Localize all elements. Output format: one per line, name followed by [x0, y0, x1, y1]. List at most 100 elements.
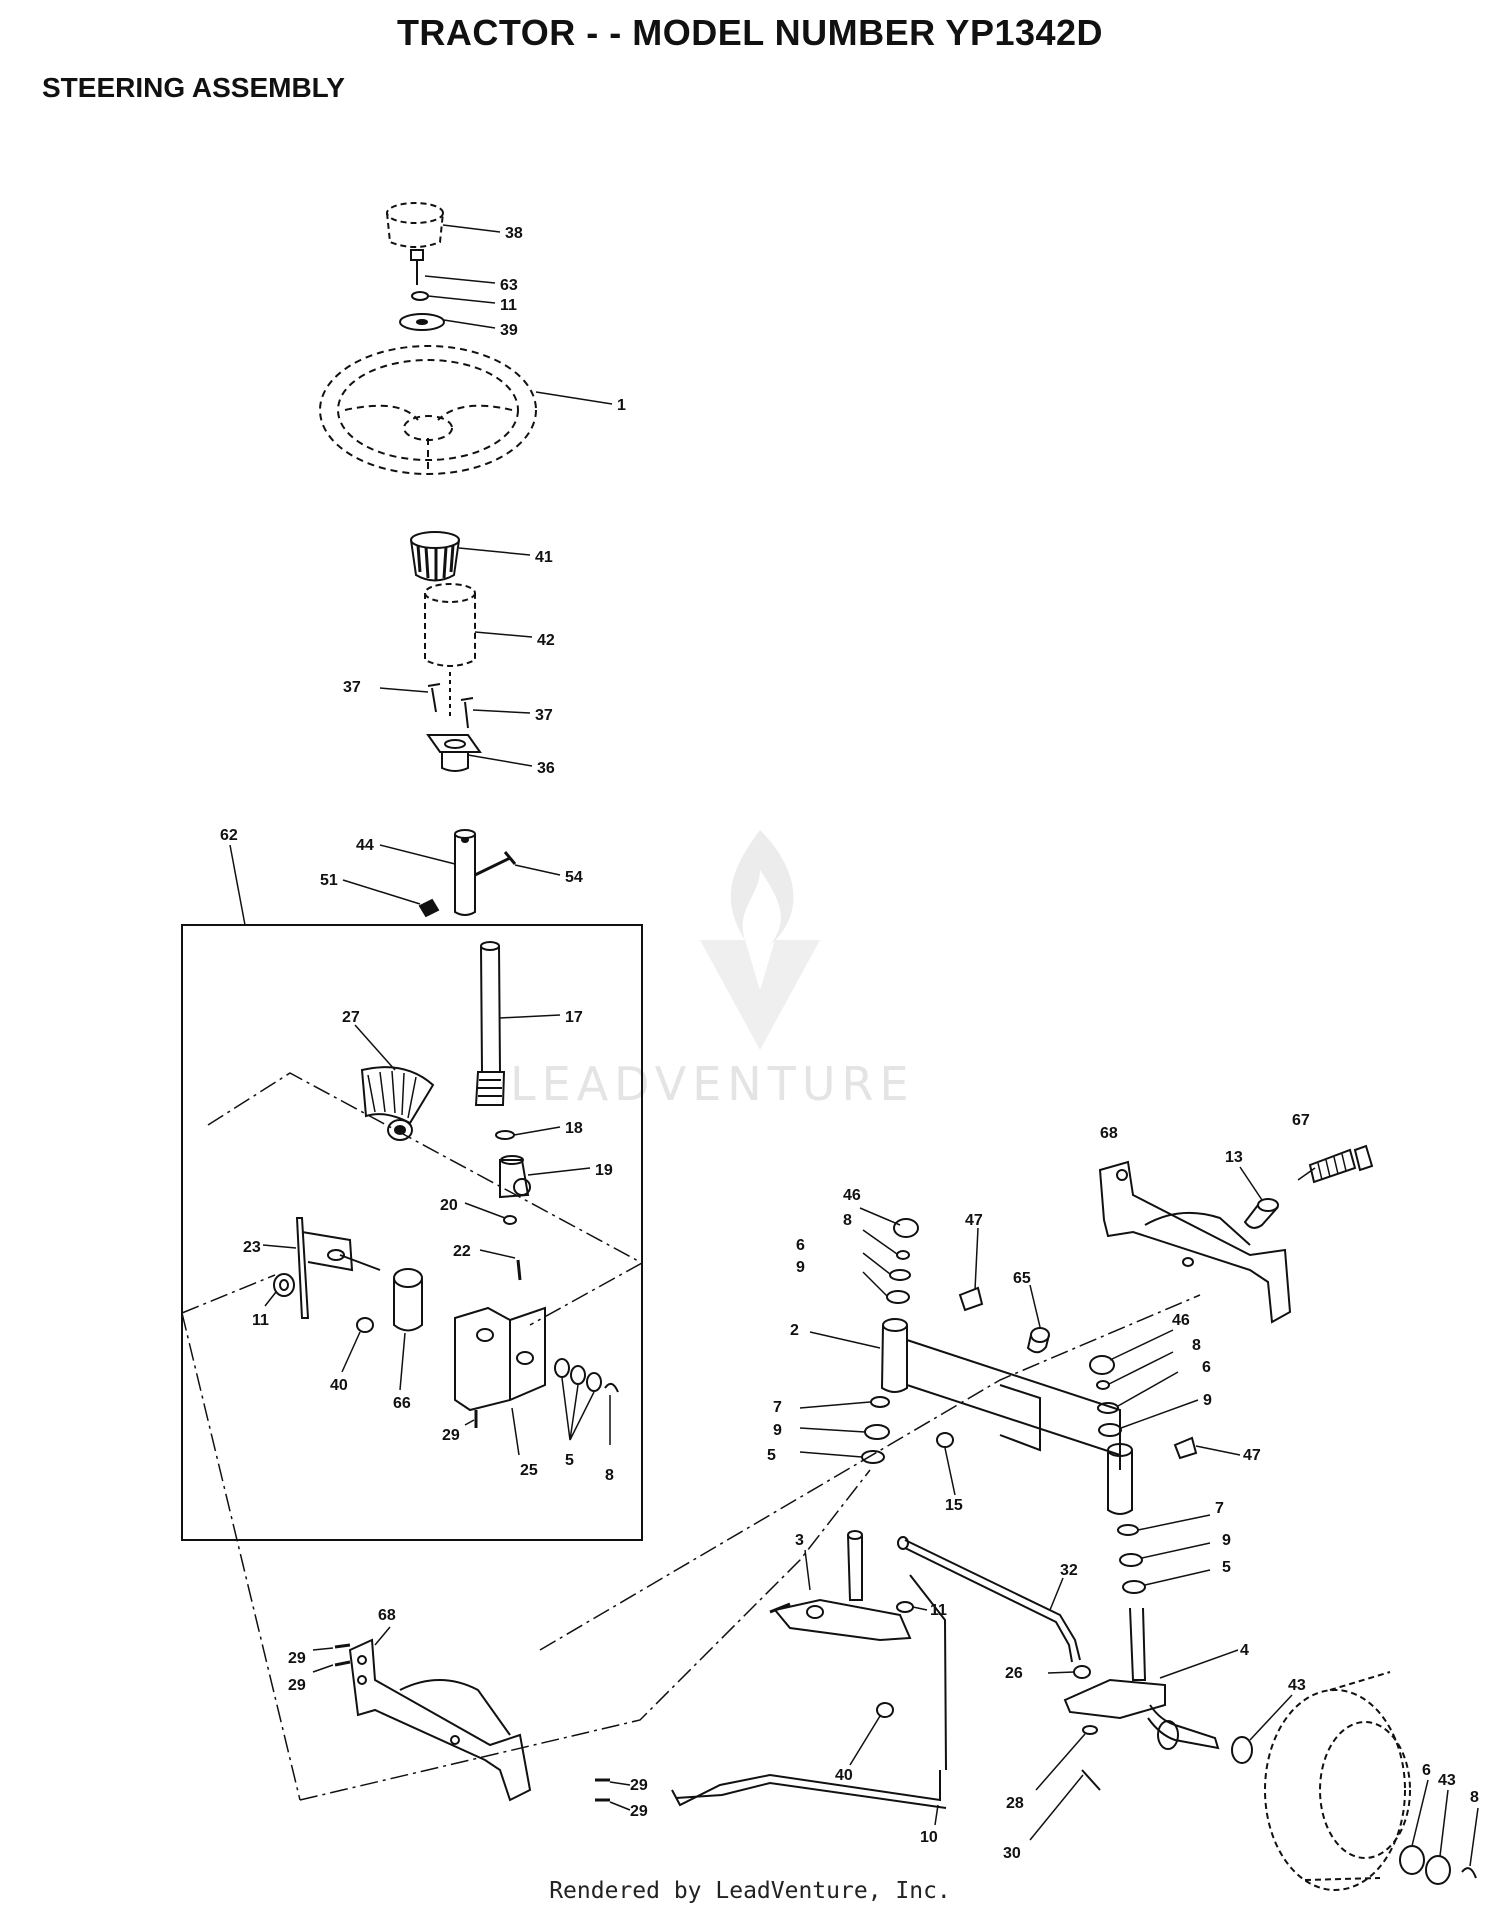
callout-40-kit: 40	[330, 1377, 348, 1394]
callout-37-right: 37	[535, 707, 553, 724]
steering-shaft-17	[474, 941, 506, 1106]
callout-10: 10	[920, 1829, 938, 1846]
callout-5-left: 5	[767, 1447, 776, 1464]
callout-67: 67	[1292, 1112, 1310, 1129]
spacer-66	[393, 1268, 423, 1332]
callout-66: 66	[393, 1395, 411, 1412]
callout-13: 13	[1225, 1149, 1243, 1166]
callout-43-wheel: 43	[1438, 1772, 1456, 1789]
callout-2: 2	[790, 1322, 799, 1339]
bolt-63	[410, 249, 424, 261]
drag-link-32	[897, 1536, 1081, 1663]
callout-47-right: 47	[1243, 1447, 1261, 1464]
watermark: LEADVENTURE	[510, 830, 915, 1111]
callout-29-kit: 29	[442, 1427, 460, 1444]
steering-kit-box	[181, 924, 643, 1541]
callout-27: 27	[342, 1009, 360, 1026]
callout-46-left: 46	[843, 1187, 861, 1204]
lock-washer-11	[411, 291, 429, 301]
callout-43-upper: 43	[1288, 1677, 1306, 1694]
steering-wheel	[319, 345, 537, 475]
callout-36: 36	[537, 760, 555, 777]
callout-39: 39	[500, 322, 518, 339]
callout-30: 30	[1003, 1845, 1021, 1862]
callout-9-right-lower: 9	[1222, 1532, 1231, 1549]
callout-29-lower-c: 29	[630, 1777, 648, 1794]
callout-9-left-lower: 9	[773, 1422, 782, 1439]
callout-5-right: 5	[1222, 1559, 1231, 1576]
callout-9-right: 9	[1203, 1392, 1212, 1409]
axle-beam-2	[880, 1318, 1133, 1515]
callout-29-lower-d: 29	[630, 1803, 648, 1820]
washer-39	[399, 313, 445, 331]
column-sleeve	[424, 583, 476, 667]
steering-adapter	[410, 531, 460, 582]
sector-gear-27	[360, 1066, 435, 1141]
callout-17: 17	[565, 1009, 583, 1026]
callout-6-right: 6	[1202, 1359, 1211, 1376]
steering-cap	[386, 202, 444, 224]
steering-column	[319, 202, 537, 918]
callout-5-kit: 5	[565, 1452, 574, 1469]
callout-23: 23	[243, 1239, 261, 1256]
page-title: TRACTOR - - MODEL NUMBER YP1342D	[396, 12, 1104, 53]
callout-68-lower: 68	[378, 1607, 396, 1624]
front-axle-assembly	[671, 1144, 1477, 1891]
callout-38: 38	[505, 225, 523, 242]
callout-8-wheel: 8	[1470, 1789, 1479, 1806]
callout-labels: 38 63 11 39 1 41 42 37 37 36 62 44 51 54…	[220, 225, 1479, 1862]
axle-bracket-68-upper	[1098, 1160, 1292, 1324]
callout-8-right: 8	[1192, 1337, 1201, 1354]
callout-28: 28	[1006, 1795, 1024, 1812]
callout-37-left: 37	[343, 679, 361, 696]
callout-62: 62	[220, 827, 238, 844]
callout-6-left: 6	[796, 1237, 805, 1254]
cap-46-right	[1089, 1355, 1115, 1375]
callout-29-lower-a: 29	[288, 1650, 306, 1667]
steering-shaft-44	[454, 829, 476, 916]
callout-11: 11	[500, 297, 517, 314]
callout-40-lower: 40	[835, 1767, 853, 1784]
callout-9-left: 9	[796, 1259, 805, 1276]
callout-1: 1	[617, 397, 626, 414]
front-wheel	[1264, 1671, 1411, 1891]
callout-26: 26	[1005, 1665, 1023, 1682]
callout-32: 32	[1060, 1562, 1078, 1579]
callout-7-left: 7	[773, 1399, 782, 1416]
callout-51: 51	[320, 872, 338, 889]
callout-44: 44	[356, 837, 374, 854]
bolt-67	[1308, 1144, 1374, 1184]
spindle-4	[1063, 1607, 1220, 1750]
bracket-23	[295, 1217, 381, 1319]
callout-22: 22	[453, 1243, 471, 1260]
callout-7-right: 7	[1215, 1500, 1224, 1517]
callout-11-kit: 11	[252, 1312, 269, 1329]
callout-3: 3	[795, 1532, 804, 1549]
leader-lines	[229, 224, 1479, 1867]
callout-8-kit: 8	[605, 1467, 614, 1484]
callout-19: 19	[595, 1162, 613, 1179]
callout-63: 63	[500, 277, 518, 294]
axle-bracket-68-lower	[334, 1638, 610, 1802]
callout-6-wheel: 6	[1422, 1762, 1431, 1779]
callout-65: 65	[1013, 1270, 1031, 1287]
callout-41: 41	[535, 549, 553, 566]
callout-25: 25	[520, 1462, 538, 1479]
callout-15: 15	[945, 1497, 963, 1514]
bushing-36	[426, 734, 482, 772]
callout-68-upper: 68	[1100, 1125, 1118, 1142]
callout-20: 20	[440, 1197, 458, 1214]
bracket-25	[454, 1306, 546, 1412]
callout-29-lower-b: 29	[288, 1677, 306, 1694]
spindle-3	[769, 1530, 912, 1642]
callout-8-left: 8	[843, 1212, 852, 1229]
callout-54: 54	[565, 869, 583, 886]
callout-42: 42	[537, 632, 555, 649]
pivot-block-19	[499, 1155, 531, 1199]
callout-11-spindle: 11	[930, 1602, 947, 1619]
watermark-text: LEADVENTURE	[510, 1057, 915, 1111]
assembly-lines	[181, 1294, 1201, 1801]
callout-18: 18	[565, 1120, 583, 1137]
spacer-13	[1243, 1198, 1279, 1229]
cap-46-left	[893, 1218, 919, 1238]
